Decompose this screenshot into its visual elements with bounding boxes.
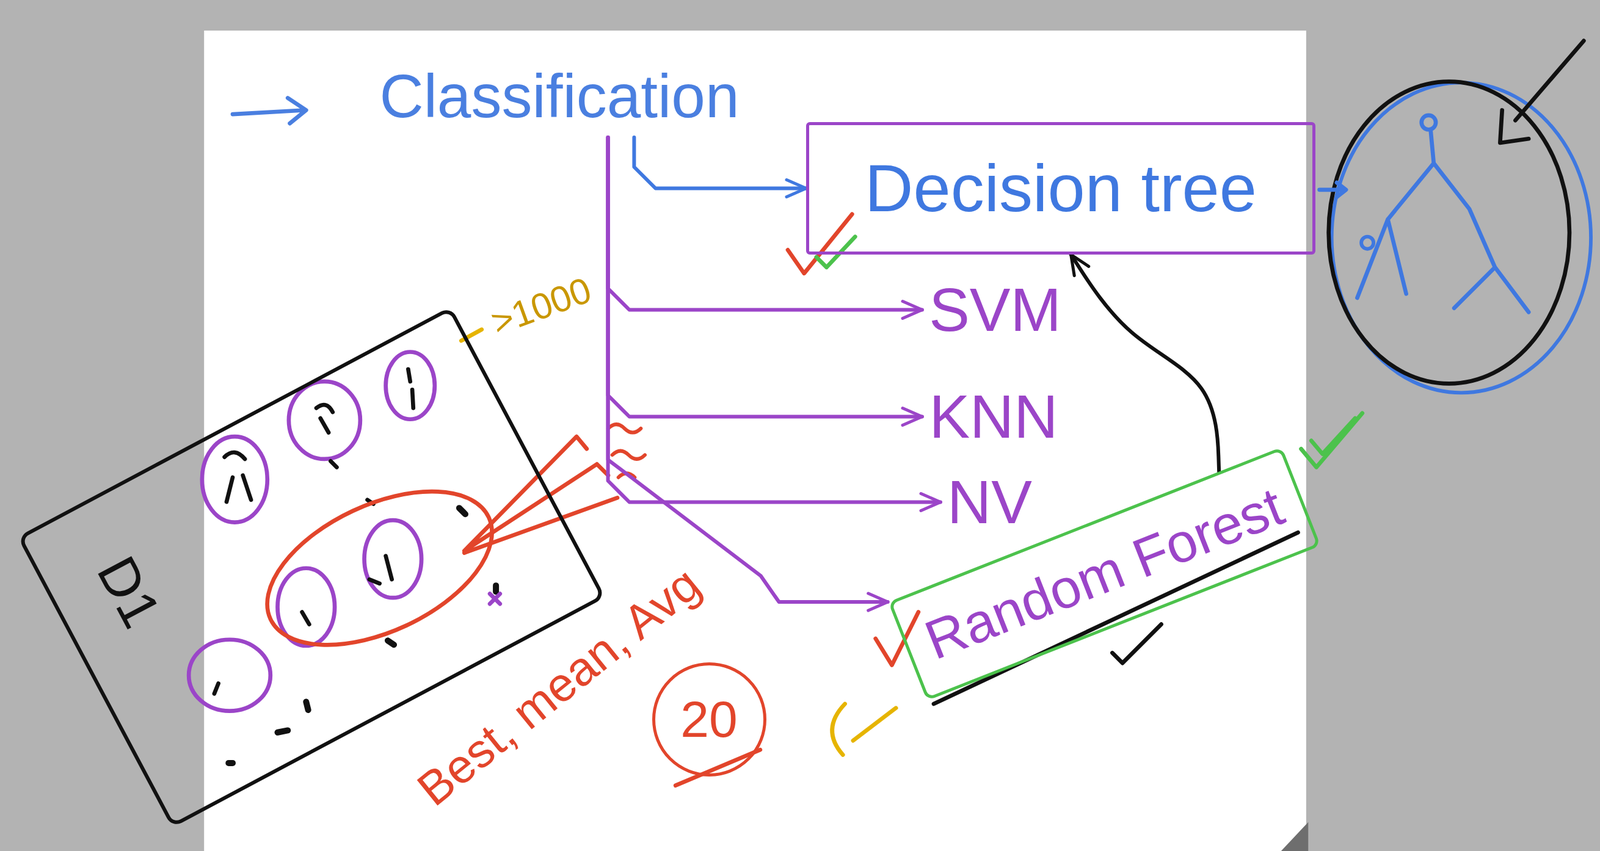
sketch-layer xyxy=(188,30,1591,851)
connector xyxy=(633,137,807,189)
check-arrow xyxy=(1499,40,1584,143)
node-text: KNN xyxy=(928,381,1058,452)
node-text: 20 xyxy=(680,690,738,750)
tree-circle-black xyxy=(1328,81,1570,385)
tree-node xyxy=(1361,236,1374,250)
note-label: Best, mean, Avg xyxy=(407,556,711,818)
count-circle: 20 xyxy=(652,662,767,777)
connector xyxy=(608,137,888,603)
tree-root xyxy=(1421,115,1436,130)
green-check xyxy=(1301,413,1363,468)
connector xyxy=(1071,254,1219,472)
red-check xyxy=(787,214,852,274)
node-text: D1 xyxy=(84,546,173,639)
sample-circle xyxy=(385,351,435,419)
red-check xyxy=(875,612,919,666)
method-node: NV xyxy=(940,461,1039,544)
node-text: SVM xyxy=(928,274,1062,346)
heading-arrow xyxy=(232,97,306,124)
tree-icon xyxy=(1356,130,1529,313)
sample-circle xyxy=(202,436,268,523)
method-node: KNN xyxy=(922,375,1066,459)
black-check xyxy=(1112,624,1161,664)
heading-node: Classification xyxy=(372,54,747,138)
sample-circles xyxy=(188,351,435,711)
note-label-holder: >1000 xyxy=(485,268,597,344)
node-text: Decision tree xyxy=(864,149,1257,228)
process-box: Decision tree xyxy=(806,122,1316,255)
tree-pointer xyxy=(1319,182,1346,197)
whiteboard-sheet xyxy=(203,30,1307,851)
node-text: NV xyxy=(947,467,1033,538)
sample-circle xyxy=(188,640,271,712)
tree-squiggles xyxy=(608,424,645,478)
sample-circle xyxy=(288,381,361,460)
method-node: SVM xyxy=(922,268,1069,352)
sample-group xyxy=(243,460,516,677)
count-dash xyxy=(461,329,482,341)
data-dots xyxy=(228,508,496,764)
sample-cross xyxy=(489,594,501,605)
node-text: Classification xyxy=(379,61,739,132)
note-label-holder: Best, mean, Avg xyxy=(407,556,711,818)
sheet-corner xyxy=(1275,822,1309,851)
note-label: >1000 xyxy=(485,268,597,344)
sample-circle xyxy=(364,520,422,598)
yellow-mark xyxy=(832,704,896,756)
strike-mark xyxy=(675,749,761,786)
sample-fan xyxy=(464,436,618,553)
